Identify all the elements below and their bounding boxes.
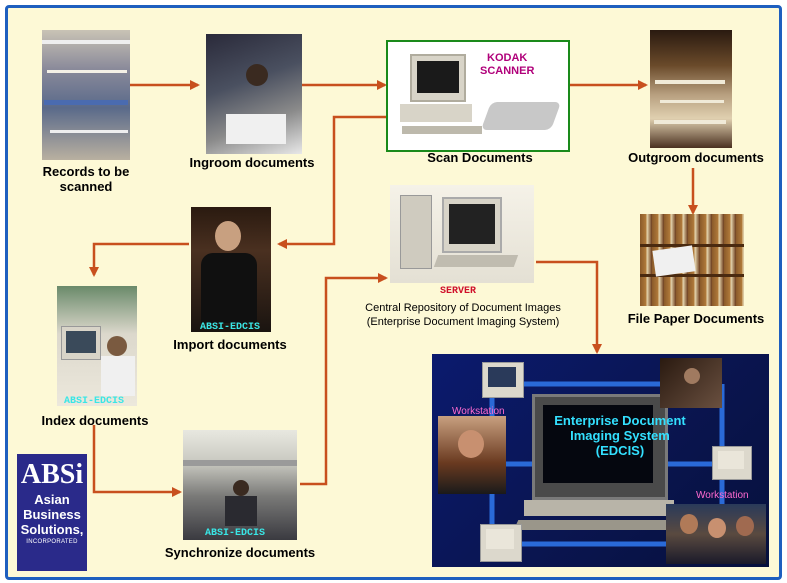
ingroom-label: Ingroom documents bbox=[189, 155, 315, 170]
index-tag: ABSI-EDCIS bbox=[64, 396, 125, 407]
synchronize-tag: ABSI-EDCIS bbox=[205, 528, 266, 539]
import-label: Import documents bbox=[173, 337, 287, 352]
records-label-line1: Records to be bbox=[42, 164, 130, 179]
absi-logo-line4: INCORPORATED bbox=[26, 539, 78, 545]
workstation-top-right bbox=[660, 358, 722, 408]
server-caption-line2: (Enterprise Document Imaging System) bbox=[366, 316, 560, 328]
records-label-line2: scanned bbox=[59, 179, 113, 194]
workstation-bottom-left bbox=[480, 524, 522, 562]
index-label: Index documents bbox=[41, 413, 149, 428]
file-paper-photo bbox=[640, 214, 744, 306]
edcis-title-line3: (EDCIS) bbox=[595, 443, 645, 458]
absi-logo-line3: Solutions, bbox=[20, 522, 84, 537]
server-caption-line1: Central Repository of Document Images bbox=[365, 302, 561, 314]
arrow-import-to-index bbox=[89, 242, 189, 277]
server-tag: SERVER bbox=[440, 286, 477, 297]
import-tag: ABSI-EDCIS bbox=[200, 322, 261, 333]
outgroom-label: Outgroom documents bbox=[628, 150, 764, 165]
scan-documents-box bbox=[386, 40, 570, 152]
workstation-top-left bbox=[482, 362, 524, 398]
arrow-server-to-edcis bbox=[536, 260, 602, 354]
workstation-label-right: Workstation bbox=[696, 490, 749, 501]
outgroom-photo bbox=[650, 30, 732, 148]
server-photo bbox=[390, 185, 534, 283]
scan-label: Scan Documents bbox=[427, 150, 533, 165]
import-photo bbox=[191, 207, 271, 332]
edcis-main-monitor bbox=[532, 394, 668, 500]
workstation-bottom-right-people bbox=[666, 504, 766, 564]
edcis-network-panel bbox=[432, 354, 769, 567]
absi-logo: ABSi Asian Business Solutions, INCORPORA… bbox=[17, 454, 87, 571]
index-photo bbox=[57, 286, 137, 406]
synchronize-photo bbox=[183, 430, 297, 540]
arrow-scan-to-import bbox=[277, 115, 386, 249]
synchronize-label: Synchronize documents bbox=[164, 545, 316, 560]
file-paper-label: File Paper Documents bbox=[627, 311, 765, 326]
ingroom-photo bbox=[206, 34, 302, 154]
kodak-label-line1: KODAK bbox=[487, 52, 528, 64]
edcis-title-line1: Enterprise Document bbox=[554, 413, 686, 428]
records-photo bbox=[42, 30, 130, 160]
absi-logo-mark: ABSi bbox=[20, 459, 84, 490]
workstation-right bbox=[712, 446, 752, 480]
arrow-index-to-sync bbox=[92, 425, 182, 497]
edcis-title-line2: Imaging System bbox=[570, 428, 670, 443]
edcis-title: Enterprise Document Imaging System (EDCI… bbox=[540, 413, 700, 458]
workstation-left-person bbox=[438, 416, 506, 494]
arrow-sync-to-server bbox=[300, 273, 388, 486]
kodak-scanner-label: KODAK SCANNER bbox=[480, 52, 534, 78]
absi-logo-line1: Asian bbox=[34, 492, 70, 507]
absi-logo-line2: Business bbox=[23, 507, 81, 522]
kodak-label-line2: SCANNER bbox=[480, 65, 535, 77]
workstation-label-left: Workstation bbox=[452, 406, 505, 417]
